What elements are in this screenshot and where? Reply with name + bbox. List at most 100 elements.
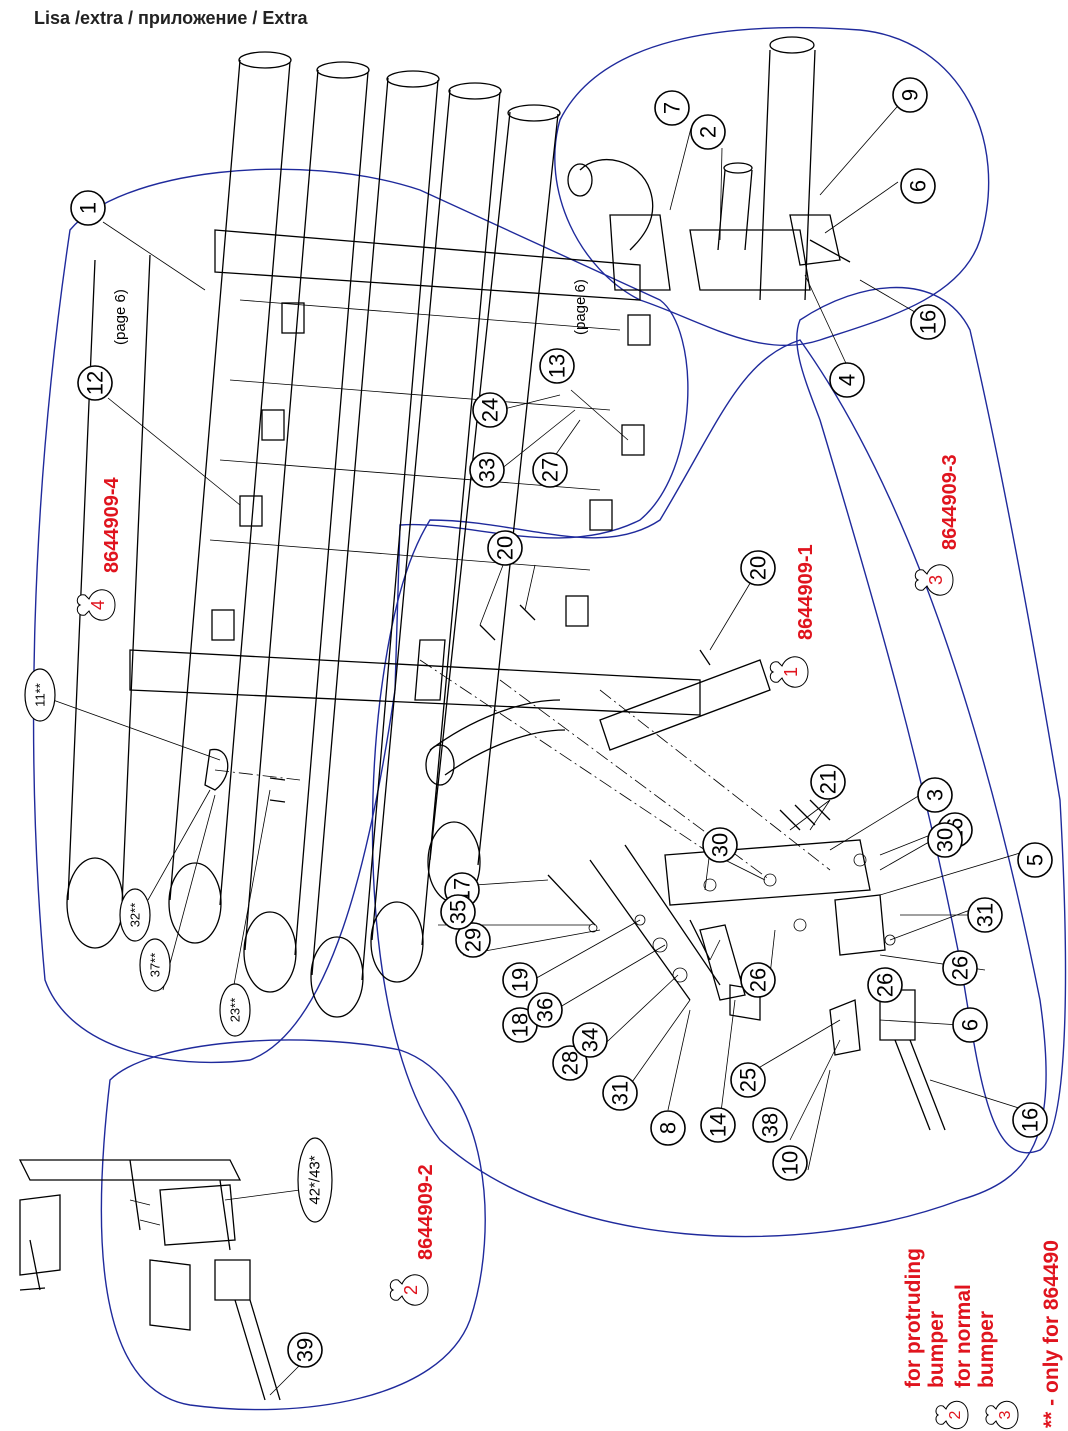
callout-label: 19 [508,968,533,992]
callout-balloon: 23** [219,983,251,1037]
callout-balloon: 3 [917,777,953,813]
callout-label: 18 [508,1013,533,1037]
callout-label: 2 [696,126,721,138]
callout-label: 33 [475,458,500,482]
callout-label: 25 [736,1068,761,1092]
callout-balloon: 2 [690,114,726,150]
legend-item-protruding: 2 for protruding bumper [902,1248,969,1430]
callout-balloon: 37** [139,938,171,992]
callout-label: 10 [778,1151,803,1175]
callout-label: 30 [933,828,958,852]
callout-label: 38 [758,1113,783,1137]
callout-label: 9 [898,89,923,101]
callout-balloon: 19 [502,962,538,998]
bracket-hardware-left [204,604,711,803]
callout-label: 12 [83,371,108,395]
page-ref-12: (page 6) [112,289,129,345]
legend-note: ** - only for 864490 [1040,1240,1063,1428]
tube-clamps [211,302,651,641]
callout-balloon: 7 [654,90,690,126]
callout-label: 29 [461,928,486,952]
callout-balloon: 16 [1012,1102,1048,1138]
callout-label: 14 [706,1113,731,1137]
callout-balloon: 12 [77,365,113,401]
legend-text-line1: for normal [952,1284,975,1388]
legend-bag-number: 3 [997,1410,1014,1419]
kit-code: 8644909-1 [795,544,817,640]
callout-label: 30 [708,833,733,857]
cross-beams [129,36,851,716]
kit-bag-number: 1 [781,667,801,677]
callout-balloon: 26 [740,962,776,998]
region-outline-kit-3 [796,286,1067,1154]
callout-balloon: 33 [469,452,505,488]
callout-label: 6 [906,180,931,192]
callout-balloon: 10 [772,1145,808,1181]
region-outline-kit-1 [371,339,1047,1238]
kit-bag-number: 3 [926,575,946,585]
callout-balloon: 1 [70,190,106,226]
callout-balloon: 32** [119,888,151,942]
callout-balloon: 27 [532,452,568,488]
kit-code: 8644909-2 [415,1164,437,1260]
lower-pipes [425,659,771,1001]
callout-label: 16 [1018,1108,1043,1132]
callout-label: 21 [816,770,841,794]
callout-balloon: 5 [1017,842,1053,878]
callout-label: 20 [746,556,771,580]
callout-label: 27 [538,458,563,482]
kit-bag-number: 2 [401,1285,421,1295]
callout-balloons: 1 2 3 4 5 6 6 7 8 9 10 11** 12 13 14 16 … [24,77,1053,1368]
callout-balloon: 24 [472,392,508,428]
callout-balloon: 26 [867,967,903,1003]
callout-balloon: 30 [702,827,738,863]
callout-label: 8 [656,1122,681,1134]
callout-balloon: 9 [892,77,928,113]
region-outline-kit-2 [100,1039,486,1411]
callout-balloon: 14 [700,1107,736,1143]
long-tubes [66,51,561,1018]
callout-label: 5 [1023,854,1048,866]
callout-label: 26 [746,968,771,992]
kit-label-3: 3 8644909-3 [914,454,961,596]
legend-bag-number: 2 [947,1410,964,1419]
page-ref-13: (page 6) [572,279,589,335]
callout-balloon: 36 [527,992,563,1028]
callout-balloon: 8 [650,1110,686,1146]
callout-balloon: 21 [810,764,846,800]
callout-label: 28 [558,1051,583,1075]
callout-label: 35 [446,900,471,924]
callout-label: 42*/43* [307,1155,324,1204]
callout-label: 32** [128,903,143,928]
callout-balloon: 11** [24,668,56,722]
kit-code: 8644909-4 [101,476,123,573]
callout-balloon: 28 [552,1045,588,1081]
legend-text-line2: bumper [925,1311,948,1388]
callout-balloon: 20 [487,530,523,566]
callout-label: 37** [148,953,163,978]
callout-balloon: 30 [927,822,963,858]
callout-label: 4 [835,374,860,386]
callout-label: 34 [578,1028,603,1052]
callout-balloon: 31 [967,897,1003,933]
callout-balloon: 38 [752,1107,788,1143]
legend-text-line1: for protruding [902,1248,925,1388]
page-title: Lisa /extra / приложение / Extra [34,8,308,28]
callout-label: 11** [33,683,48,707]
kit-label-4: 4 8644909-4 [76,476,123,621]
callout-label: 36 [533,998,558,1022]
kit-2-subassembly [18,1159,281,1401]
kit-label-2: 2 8644909-2 [389,1164,437,1306]
callout-balloon: 39 [287,1332,323,1368]
callout-balloon: 13 [539,348,575,384]
callout-label: 31 [973,903,998,927]
callout-balloon: 34 [572,1022,608,1058]
legend: 2 for protruding bumper 3 for normal bum… [902,1240,1063,1430]
kit-code: 8644909-3 [939,454,961,550]
callout-balloon: 29 [455,922,491,958]
callout-label: 1 [76,202,101,214]
kit-label-1: 1 8644909-1 [769,544,817,688]
callout-balloon: 16 [910,304,946,340]
callout-balloon: 42*/43* [297,1137,333,1223]
